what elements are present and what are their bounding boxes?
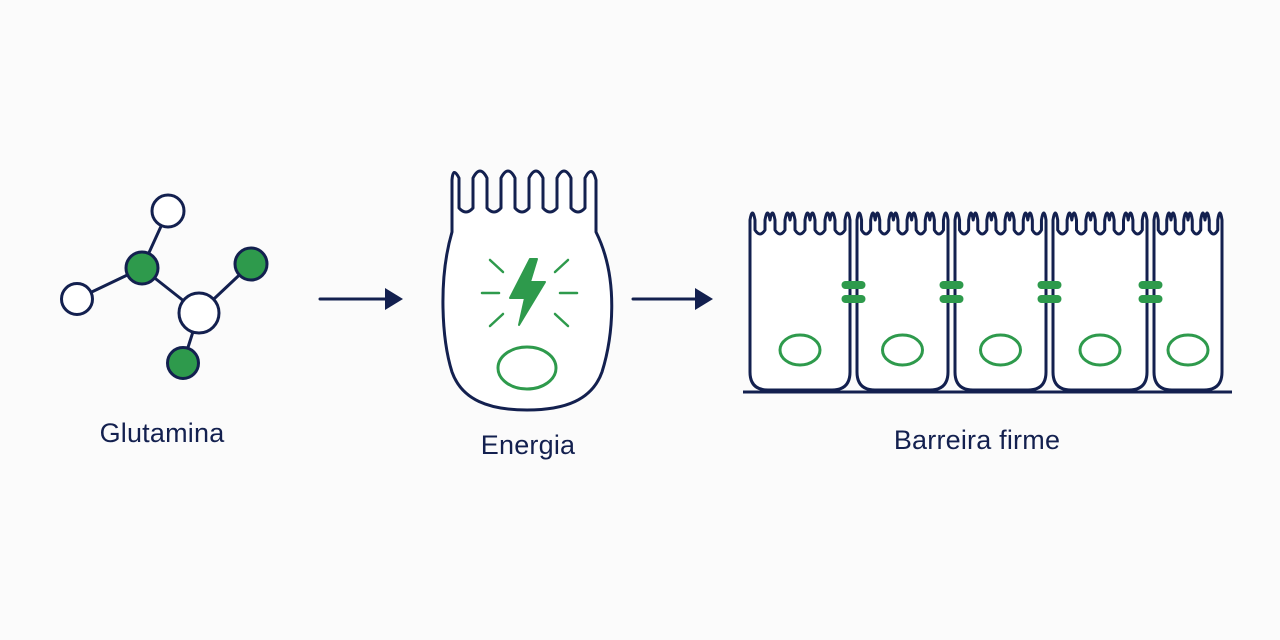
molecule-icon — [60, 193, 269, 380]
barrier-cell — [1152, 211, 1224, 392]
cell-nucleus — [1078, 333, 1122, 367]
barrier-cell — [953, 211, 1048, 392]
molecule-atom — [233, 246, 269, 282]
molecule-atom — [166, 346, 200, 380]
arrow-right-icon — [318, 288, 403, 310]
molecule-atom — [177, 291, 221, 335]
energy-cell-icon — [441, 169, 614, 412]
arrow-right-icon — [631, 288, 713, 310]
barrier-cell — [855, 211, 950, 392]
tight-junction — [939, 295, 964, 303]
barrier-cell — [1051, 211, 1149, 392]
epithelial-barrier-icon — [743, 211, 1232, 394]
tight-junction — [939, 281, 964, 289]
cell-nucleus — [778, 333, 822, 367]
lightning-icon — [509, 258, 546, 326]
molecule-atom — [150, 193, 186, 229]
tight-junction — [1037, 281, 1062, 289]
cell-nucleus — [496, 345, 558, 391]
cell-nucleus — [881, 333, 924, 367]
cell-nucleus — [1166, 333, 1210, 367]
molecule-atom — [124, 250, 160, 286]
energy-rays — [480, 258, 579, 328]
tight-junction — [841, 295, 866, 303]
tight-junction — [1037, 295, 1062, 303]
tight-junction — [1138, 295, 1163, 303]
step-label-barreira-firme: Barreira firme — [893, 425, 1061, 455]
molecule-atom — [60, 282, 94, 316]
tight-junction — [1138, 281, 1163, 289]
step-label-glutamina: Glutamina — [99, 418, 225, 448]
step-label-energia: Energia — [480, 430, 576, 460]
cell-nucleus — [979, 333, 1022, 367]
tight-junction — [841, 281, 866, 289]
barrier-cell — [748, 211, 852, 392]
